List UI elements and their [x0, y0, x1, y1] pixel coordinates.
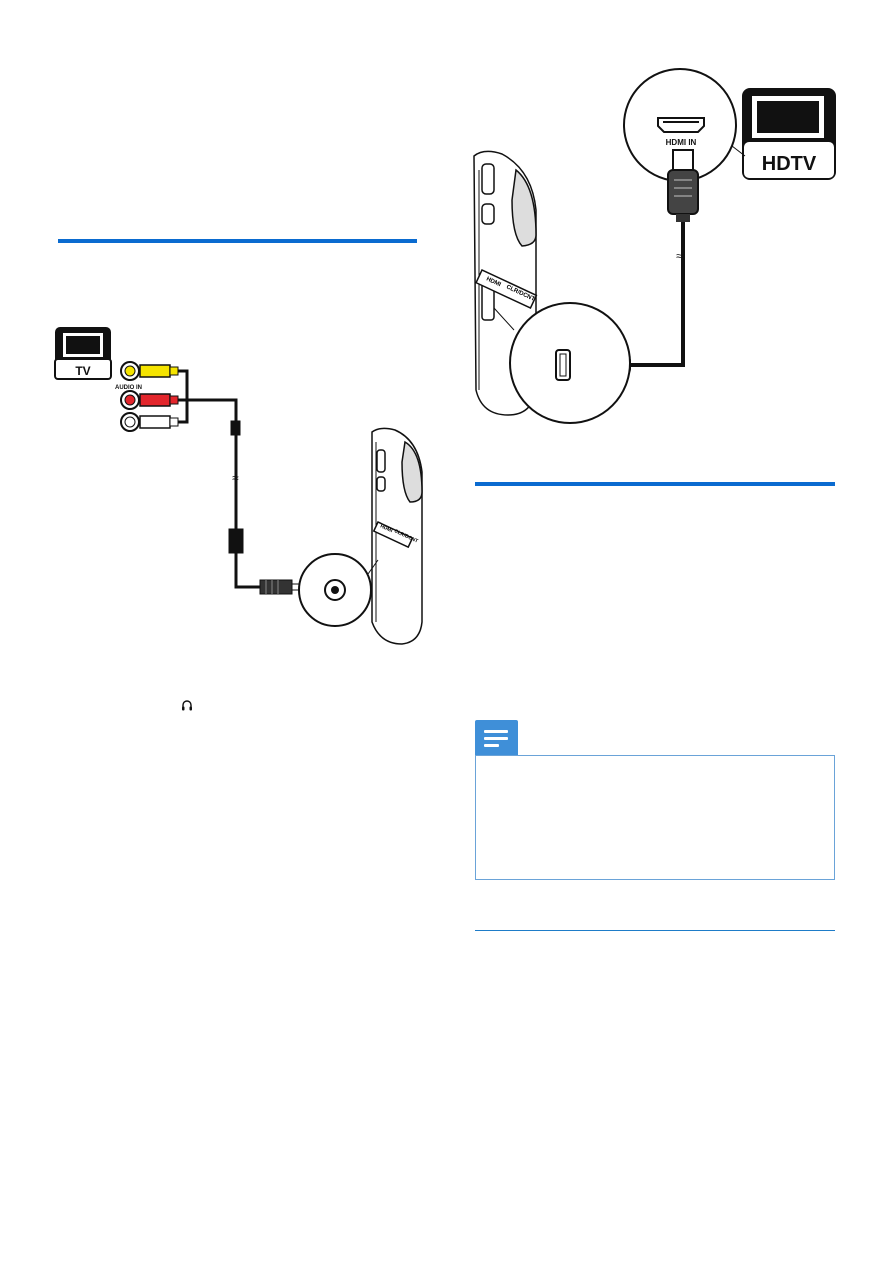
- rca-plugs: [139, 364, 179, 429]
- audio-in-label: AUDIO IN: [115, 385, 142, 391]
- section-divider-left: [58, 239, 417, 243]
- tv-connection-diagram: TV AUDIO IN ≈: [50, 322, 430, 652]
- av-port-zoom: [298, 553, 379, 627]
- headphone-icon: [180, 698, 194, 712]
- av-cable: [178, 369, 260, 589]
- svg-text:≈: ≈: [676, 249, 683, 263]
- hdmi-cable: [630, 222, 685, 367]
- camcorder-device: [371, 427, 423, 645]
- device-port-label: HDMI: [379, 523, 394, 534]
- note-icon: [475, 720, 518, 756]
- hdtv-icon: [742, 88, 836, 180]
- hdmi-plug-top: [667, 149, 699, 222]
- section-divider-thin: [475, 930, 835, 931]
- rca-jacks: [120, 361, 140, 432]
- tv-label: TV: [75, 364, 90, 378]
- svg-text:≈: ≈: [232, 471, 239, 485]
- hdtv-connection-diagram: HDMI IN HDTV ≈: [470, 60, 840, 435]
- mini-hdmi-port-zoom: [493, 302, 631, 424]
- hdtv-label: HDTV: [762, 153, 817, 175]
- tv-icon: [54, 327, 112, 380]
- hdmi-in-label: HDMI IN: [666, 138, 697, 147]
- section-divider-right: [475, 482, 835, 486]
- note-box: [475, 755, 835, 880]
